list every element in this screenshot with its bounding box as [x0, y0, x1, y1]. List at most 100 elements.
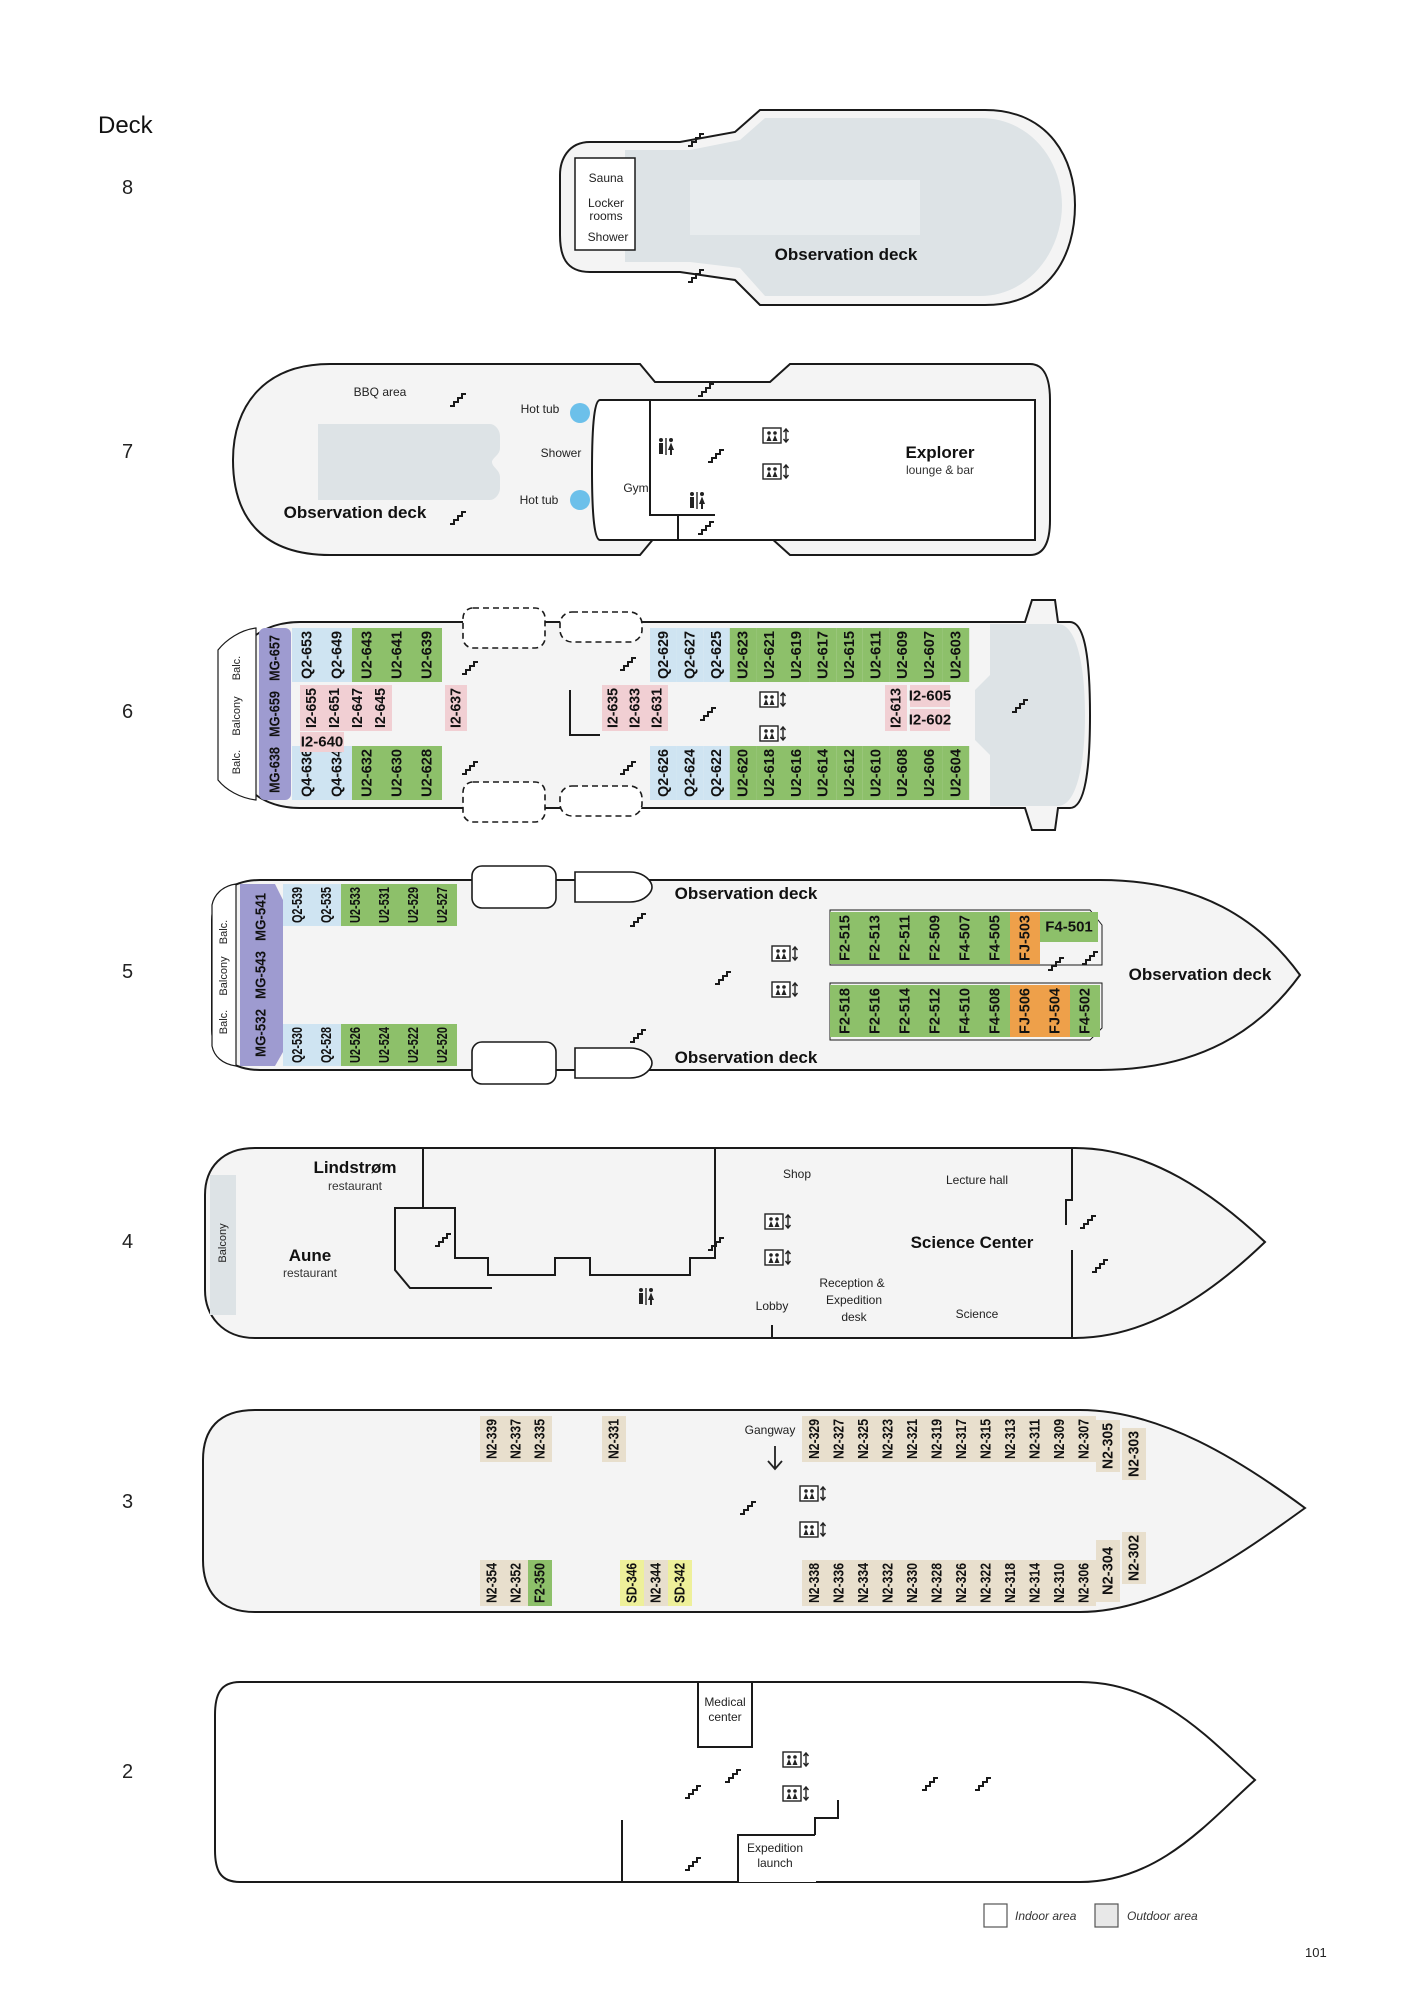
cabin-u2-520: U2-520 [428, 1024, 457, 1066]
cabin-number: N2-332 [879, 1563, 896, 1603]
cabin-swatch [341, 1024, 370, 1066]
cabin-number: Q2-649 [329, 631, 346, 679]
cabin-n2-338: N2-338 [802, 1560, 827, 1606]
cabin-swatch [1071, 1560, 1096, 1606]
hot-tub-label-1: Hot tub [521, 402, 560, 416]
cabin-n2-344: N2-344 [644, 1560, 668, 1606]
legend-indoor-label: Indoor area [1015, 1909, 1077, 1923]
cabin-n2-303: N2-303 [1122, 1428, 1146, 1480]
cabin-number: F4-508 [987, 988, 1004, 1034]
cabin-n2-323: N2-323 [875, 1416, 900, 1462]
cabin-number: U2-643 [359, 631, 376, 679]
cabin-number: U2-533 [347, 887, 364, 923]
cabin-number: F4-501 [1045, 919, 1093, 936]
cabin-u2-526: U2-526 [341, 1024, 370, 1066]
cabin-swatch [676, 746, 704, 800]
cabin-swatch [480, 1560, 504, 1606]
cabin-swatch [399, 884, 428, 926]
cabin-u2-641: U2-641 [382, 628, 412, 682]
cabin-number: U2-607 [921, 631, 938, 679]
cabin-swatch [620, 1560, 644, 1606]
cabin-number: U2-529 [405, 887, 422, 923]
deck-column-header: Deck [98, 112, 154, 139]
cabin-number: MG-659 [267, 691, 284, 737]
cabin-u2-618: U2-618 [756, 746, 783, 800]
cabin-n2-304: N2-304 [1096, 1540, 1120, 1602]
cabin-swatch [889, 628, 916, 682]
deck-4-balcony-label: Balcony [217, 1223, 229, 1263]
cabin-i2-633: I2-633 [624, 685, 646, 731]
cabin-number: N2-327 [830, 1419, 847, 1459]
cabin-swatch [900, 1416, 925, 1462]
cabin-swatch [802, 1416, 827, 1462]
locker-rooms-label-2: rooms [589, 209, 622, 223]
cabin-number: N2-344 [648, 1562, 665, 1603]
cabin-swatch [322, 746, 352, 800]
cabin-u2-604: U2-604 [942, 746, 970, 800]
cabin-swatch [1010, 912, 1040, 964]
cabin-swatch [920, 912, 950, 964]
cabin-swatch [1040, 985, 1070, 1037]
cabin-swatch [860, 985, 890, 1037]
cabin-n2-329: N2-329 [802, 1416, 827, 1462]
cabin-number: Q4-636 [299, 749, 316, 797]
cabin-swatch [924, 1416, 949, 1462]
medical-center-label-1: Medical [704, 1695, 745, 1709]
cabin-swatch [428, 1024, 457, 1066]
cabin-mg-638: MG-638 [267, 747, 284, 793]
cabin-f4-502: F4-502 [1070, 985, 1100, 1037]
cabin-swatch [998, 1560, 1023, 1606]
cabin-number: MG-541 [253, 893, 270, 941]
cabin-number: N2-302 [1126, 1535, 1143, 1581]
cabin-number: Q2-528 [318, 1027, 335, 1063]
cabin-i2-655: I2-655 [300, 685, 323, 731]
deck-5-suite-block [240, 884, 283, 1066]
cabin-number: Q2-653 [299, 631, 316, 679]
cabin-f2-511: F2-511 [890, 912, 920, 964]
cabin-number: U2-639 [419, 631, 436, 679]
cabin-i2-605: I2-605 [909, 685, 951, 707]
cabin-f4-507: F4-507 [950, 912, 980, 964]
tender [574, 1047, 653, 1079]
cabin-swatch [1070, 985, 1100, 1037]
cabin-number: MG-657 [267, 635, 284, 681]
cabin-number: F2-350 [532, 1563, 549, 1603]
cabin-number: I2-645 [372, 688, 389, 728]
cabin-swatch [504, 1416, 528, 1462]
cabin-swatch [950, 912, 980, 964]
deck-6-suite-block [259, 628, 291, 800]
cabin-number: N2-334 [855, 1562, 872, 1603]
cabin-number: N2-321 [904, 1419, 921, 1459]
cabin-swatch [729, 628, 757, 682]
cabin-i2-613: I2-613 [885, 685, 907, 731]
cabin-swatch [1022, 1416, 1047, 1462]
cabin-swatch [650, 746, 677, 800]
cabin-swatch [942, 746, 970, 800]
legend: Indoor area Outdoor area [983, 1903, 1198, 1928]
cabin-i2-635: I2-635 [602, 685, 624, 731]
gangway-arrow-icon [767, 1446, 783, 1471]
cabin-n2-306: N2-306 [1071, 1560, 1096, 1606]
deck-7: 7 BBQ area Hot tub Shower Hot tub Gym Ob… [122, 363, 1051, 556]
cabin-number: F2-512 [927, 988, 944, 1034]
cabin-q2-626: Q2-626 [650, 746, 677, 800]
cabin-number: U2-632 [359, 749, 376, 797]
lindstrom-sub-label: restaurant [328, 1179, 383, 1193]
cabin-swatch [352, 628, 382, 682]
cabin-swatch [504, 1560, 528, 1606]
cabin-swatch [382, 746, 412, 800]
cabin-u2-614: U2-614 [809, 746, 837, 800]
cabin-swatch [1010, 985, 1040, 1037]
cabin-swatch [916, 628, 943, 682]
cabin-swatch [851, 1560, 876, 1606]
cabin-number: SD-346 [624, 1563, 641, 1603]
cabin-swatch [885, 685, 907, 731]
cabin-number: F2-509 [927, 915, 944, 961]
cabin-number: U2-623 [735, 631, 752, 679]
cabin-number: Q4-634 [329, 748, 346, 797]
cabin-q2-622: Q2-622 [703, 746, 730, 800]
cabin-swatch [980, 985, 1010, 1037]
cabin-number: U2-609 [894, 631, 911, 679]
